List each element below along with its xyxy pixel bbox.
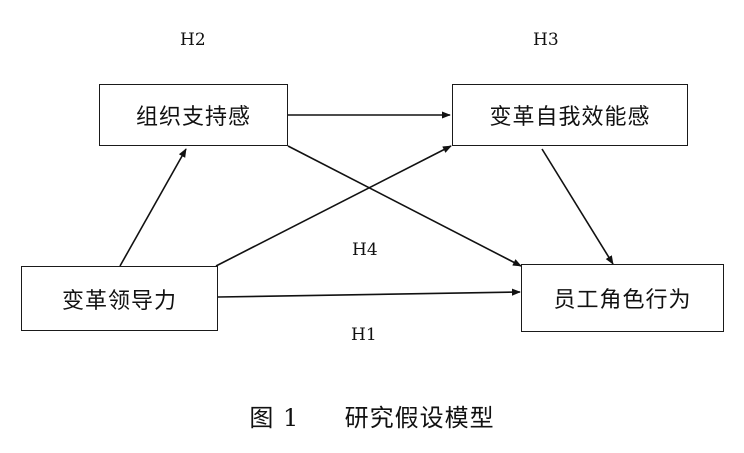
node-organizational-support: 组织支持感: [99, 84, 288, 146]
hypothesis-h4-label: H4: [352, 240, 378, 260]
arrow-leadership-to-behavior: [217, 288, 521, 298]
node-employee-role-behavior: 员工角色行为: [521, 264, 724, 332]
node-change-leadership: 变革领导力: [21, 266, 218, 331]
hypothesis-h3-label: H3: [533, 30, 559, 50]
figure-number: 图 1: [249, 404, 300, 432]
node-change-leadership-label: 变革领导力: [61, 288, 177, 314]
arrow-support-to-behavior: [287, 145, 522, 267]
node-change-self-efficacy: 变革自我效能感: [452, 84, 688, 146]
node-change-self-efficacy-label: 变革自我效能感: [489, 105, 651, 130]
hypothesis-h2-label: H2: [180, 30, 206, 50]
arrow-leadership-to-support: [119, 148, 187, 267]
node-employee-role-behavior-label: 员工角色行为: [553, 288, 692, 313]
hypothesis-h1-label: H1: [351, 325, 377, 345]
arrow-leadership-to-efficacy: [215, 145, 452, 267]
node-organizational-support-label: 组织支持感: [135, 105, 251, 130]
figure-title: 研究假设模型: [344, 404, 495, 432]
figure-caption: 图 1 研究假设模型: [0, 398, 744, 433]
arrow-efficacy-to-behavior: [541, 148, 614, 265]
